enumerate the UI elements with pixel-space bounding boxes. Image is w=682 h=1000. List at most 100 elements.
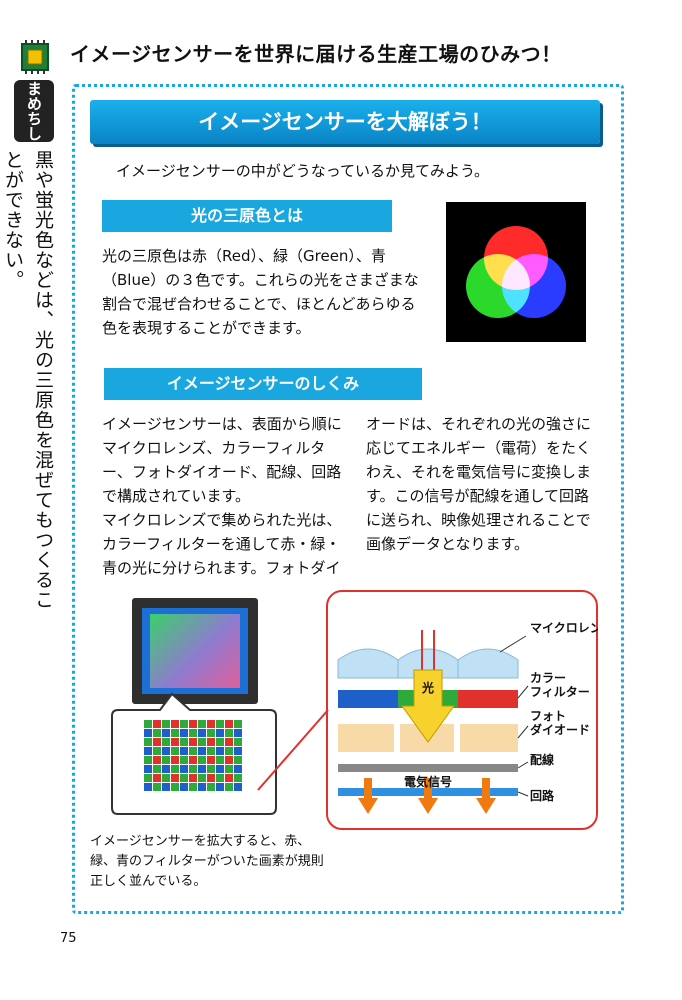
pixel-cell (144, 738, 152, 746)
pixel-cell (225, 765, 233, 773)
pixel-cell (234, 783, 242, 791)
pixel-cell (189, 729, 197, 737)
pixel-cell (207, 720, 215, 728)
pixel-cell (216, 729, 224, 737)
pixel-cell (144, 720, 152, 728)
pixel-cell (207, 747, 215, 755)
pixel-cell (153, 738, 161, 746)
pixel-cell (180, 774, 188, 782)
pixel-cell (162, 765, 170, 773)
pixel-cell (207, 729, 215, 737)
pixel-cell (198, 738, 206, 746)
label-light: 光 (421, 680, 434, 695)
main-heading: イメージセンサーを大解ぼう！ (90, 100, 600, 144)
pixel-cell (144, 783, 152, 791)
pixel-cell (234, 756, 242, 764)
pixel-cell (189, 765, 197, 773)
pixel-cell (153, 720, 161, 728)
pixel-cell (216, 783, 224, 791)
pixel-cell (162, 747, 170, 755)
pixel-cell (153, 729, 161, 737)
pixel-cell (180, 729, 188, 737)
pixel-cell (225, 756, 233, 764)
pixel-cell (198, 747, 206, 755)
pixel-cell (171, 720, 179, 728)
label-photodiode-1: フォト (530, 709, 566, 723)
magnify-connector (257, 709, 329, 791)
pixel-cell (153, 783, 161, 791)
pixel-cell (144, 765, 152, 773)
pixel-cell (234, 765, 242, 773)
pixel-cell (198, 729, 206, 737)
pixel-cell (234, 774, 242, 782)
pixel-cell (225, 783, 233, 791)
pixel-cell (216, 765, 224, 773)
label-circuit: 回路 (530, 788, 555, 803)
pixel-cell (144, 756, 152, 764)
pixel-cell (189, 756, 197, 764)
pixel-cell (180, 738, 188, 746)
chip-icon (18, 40, 52, 74)
pixel-cell (189, 774, 197, 782)
pixel-cell (207, 774, 215, 782)
pixel-cell (234, 738, 242, 746)
pixel-cell (153, 747, 161, 755)
pixel-cell (189, 738, 197, 746)
label-microlens: マイクロレンズ (530, 620, 598, 635)
pixel-cell (171, 738, 179, 746)
label-color-filter-2: フィルター (530, 685, 590, 699)
pixel-cell (180, 765, 188, 773)
label-color-filter-1: カラー (530, 671, 566, 685)
mame-chishiki-text: 黒や蛍光色などは、光の三原色を混ぜてもつくることができない。 (2, 150, 54, 610)
section-heading-image-sensor-mechanism: イメージセンサーのしくみ (104, 368, 422, 400)
page-number: 75 (60, 931, 77, 946)
pixel-cell (162, 720, 170, 728)
pixel-cell (225, 774, 233, 782)
pixel-cell (234, 720, 242, 728)
pixel-grid-magnified (111, 692, 277, 815)
pixel-cell (153, 774, 161, 782)
pixel-cell (225, 747, 233, 755)
pixel-cell (207, 783, 215, 791)
pixel-cell (207, 765, 215, 773)
pixel-cell (207, 756, 215, 764)
image-sensor-chip (132, 598, 258, 704)
pixel-cell (171, 756, 179, 764)
pixel-cell (180, 747, 188, 755)
cross-section-diagram: マイクロレンズ カラー フィルター フォト ダイオード 配線 回路 光 電気信号 (337, 620, 598, 814)
magnified-caption: イメージセンサーを拡大すると、赤、緑、青のフィルターがついた画素が規則正しく並ん… (90, 834, 324, 889)
pixel-cell (234, 729, 242, 737)
pixel-cell (216, 747, 224, 755)
mechanism-body-col2: オードは、それぞれの光の強さに応じてエネルギー（電荷）をたくわえ、それを電気信号… (366, 415, 592, 553)
content-frame (72, 84, 624, 914)
pixel-cell (180, 720, 188, 728)
label-photodiode-2: ダイオード (530, 722, 590, 737)
pixel-cell (171, 747, 179, 755)
pixel-cell (189, 783, 197, 791)
pixel-cell (144, 774, 152, 782)
pixel-cell (225, 738, 233, 746)
pixel-cell (189, 747, 197, 755)
pixel-cell (153, 765, 161, 773)
pixel-cell (162, 738, 170, 746)
pixel-cell (162, 774, 170, 782)
pixel-cell (189, 720, 197, 728)
pixel-cell (198, 765, 206, 773)
pixel-cell (216, 756, 224, 764)
pixel-cell (171, 765, 179, 773)
pixel-cell (216, 720, 224, 728)
section-heading-three-primary-colors: 光の三原色とは (102, 200, 392, 232)
pixel-cell (198, 756, 206, 764)
label-electric-signal: 電気信号 (404, 774, 452, 789)
mechanism-body-col1: イメージセンサーは、表面から順にマイクロレンズ、カラーフィルター、フォトダイオー… (102, 415, 342, 577)
pixel-cell (180, 756, 188, 764)
pixel-cell (162, 729, 170, 737)
pixel-cell (216, 738, 224, 746)
pixel-cell (153, 756, 161, 764)
mame-chishiki-label: まめちしき (0, 80, 54, 142)
pixel-cell (198, 783, 206, 791)
pixel-cell (207, 738, 215, 746)
pixel-cell (234, 747, 242, 755)
pixel-cell (225, 729, 233, 737)
pixel-cell (162, 783, 170, 791)
